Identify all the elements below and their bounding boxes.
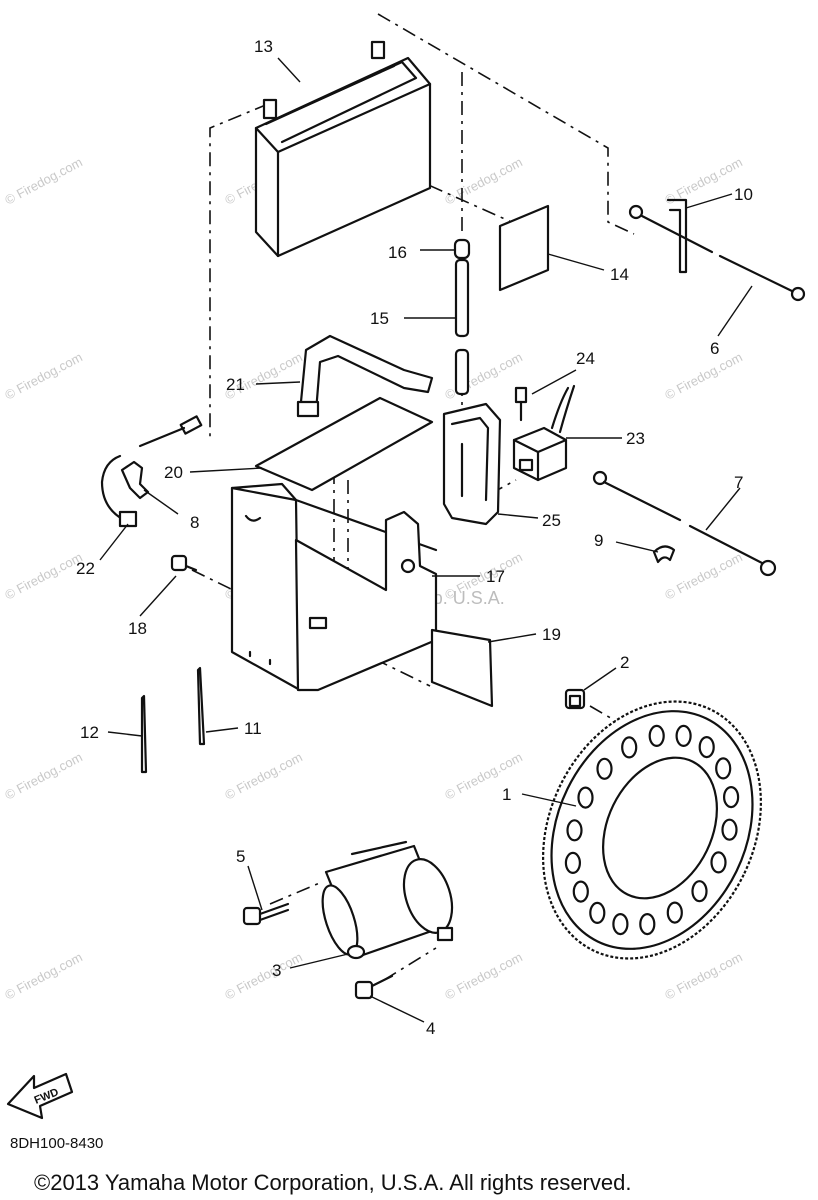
watermark: © Firedog.com xyxy=(2,154,84,207)
disc-hole xyxy=(666,901,683,924)
watermark: © Firedog.com xyxy=(442,749,524,802)
callout-23: 23 xyxy=(626,429,645,448)
battery-box xyxy=(230,482,438,692)
disc-hole xyxy=(675,724,692,748)
disc-hole xyxy=(721,818,738,841)
watermark: © Firedog.com xyxy=(2,949,84,1002)
callout-21: 21 xyxy=(226,375,245,394)
callout-10: 10 xyxy=(734,185,753,204)
battery-pad xyxy=(498,204,550,292)
callout-15: 15 xyxy=(370,309,389,328)
disc-hole xyxy=(589,901,606,925)
callout-3: 3 xyxy=(272,961,281,980)
disc-hole xyxy=(691,880,708,903)
disc-hole xyxy=(577,786,594,809)
disc-hole xyxy=(596,757,613,780)
fuse-holder-cover xyxy=(442,402,502,526)
diagram-code: 8DH100-8430 xyxy=(10,1135,103,1152)
copyright: ©2013 Yamaha Motor Corporation, U.S.A. A… xyxy=(34,1170,631,1195)
disc-hole xyxy=(715,757,732,780)
callout-19: 19 xyxy=(542,625,561,644)
starter-motor xyxy=(321,840,454,958)
cover xyxy=(430,628,494,708)
bolt-4 xyxy=(354,974,394,1000)
callout-12: 12 xyxy=(80,723,99,742)
watermark: © Firedog.com xyxy=(2,749,84,802)
callout-8: 8 xyxy=(190,513,199,532)
leader-lines xyxy=(99,57,753,1023)
bolt-18 xyxy=(170,554,198,572)
breather-hose xyxy=(453,238,471,396)
watermark: © Firedog.com xyxy=(662,349,744,402)
disc-hole xyxy=(698,735,715,759)
negative-lead xyxy=(628,198,806,302)
watermark: © Firedog.com xyxy=(222,949,304,1002)
callout-2: 2 xyxy=(620,653,629,672)
positive-lead xyxy=(592,470,777,577)
o-ring xyxy=(346,944,366,960)
callout-6: 6 xyxy=(710,339,719,358)
bolt-2 xyxy=(564,688,586,710)
watermark: © Firedog.com xyxy=(662,949,744,1002)
cable-ties xyxy=(140,666,206,774)
callout-20: 20 xyxy=(164,463,183,482)
battery xyxy=(254,40,432,258)
callout-22: 22 xyxy=(76,559,95,578)
callout-9: 9 xyxy=(594,531,603,550)
disc-hole xyxy=(572,880,589,903)
fwd-arrow: FWD xyxy=(6,1072,74,1120)
callout-11: 11 xyxy=(244,719,262,738)
callouts: 1 2 3 4 5 6 7 8 9 10 11 12 13 14 15 16 1… xyxy=(76,37,753,1038)
disc-hole xyxy=(639,912,656,936)
starter-relay xyxy=(512,384,576,482)
callout-4: 4 xyxy=(426,1019,435,1038)
drive-disc xyxy=(542,700,762,960)
callout-1: 1 xyxy=(502,785,511,804)
callout-18: 18 xyxy=(128,619,147,638)
watermark: © Firedog.com xyxy=(222,749,304,802)
watermark: © Firedog.com xyxy=(442,154,524,207)
watermark: © Firedog.com xyxy=(662,549,744,602)
disc-hole xyxy=(566,819,583,842)
disc-hole xyxy=(612,912,629,936)
battery-sheet xyxy=(254,396,434,492)
callout-16: 16 xyxy=(388,243,407,262)
watermark: © Firedog.com xyxy=(2,349,84,402)
callout-13: 13 xyxy=(254,37,273,56)
watermark: © Firedog.com xyxy=(442,949,524,1002)
callout-24: 24 xyxy=(576,349,595,368)
watermark: © Firedog.com xyxy=(442,349,524,402)
callout-17: 17 xyxy=(486,567,505,586)
battery-band xyxy=(296,334,434,418)
callout-14: 14 xyxy=(610,265,629,284)
disc-hole xyxy=(710,851,727,874)
bolt-5 xyxy=(242,902,290,926)
disc-hole xyxy=(648,724,665,748)
watermark: © Firedog.com xyxy=(2,549,84,602)
callout-7: 7 xyxy=(734,473,743,492)
disc-hole xyxy=(564,851,582,875)
disc-hole xyxy=(722,785,740,809)
callout-25: 25 xyxy=(542,511,561,530)
callout-5: 5 xyxy=(236,847,245,866)
disc-hole xyxy=(621,736,638,759)
wire-lead xyxy=(100,415,203,528)
